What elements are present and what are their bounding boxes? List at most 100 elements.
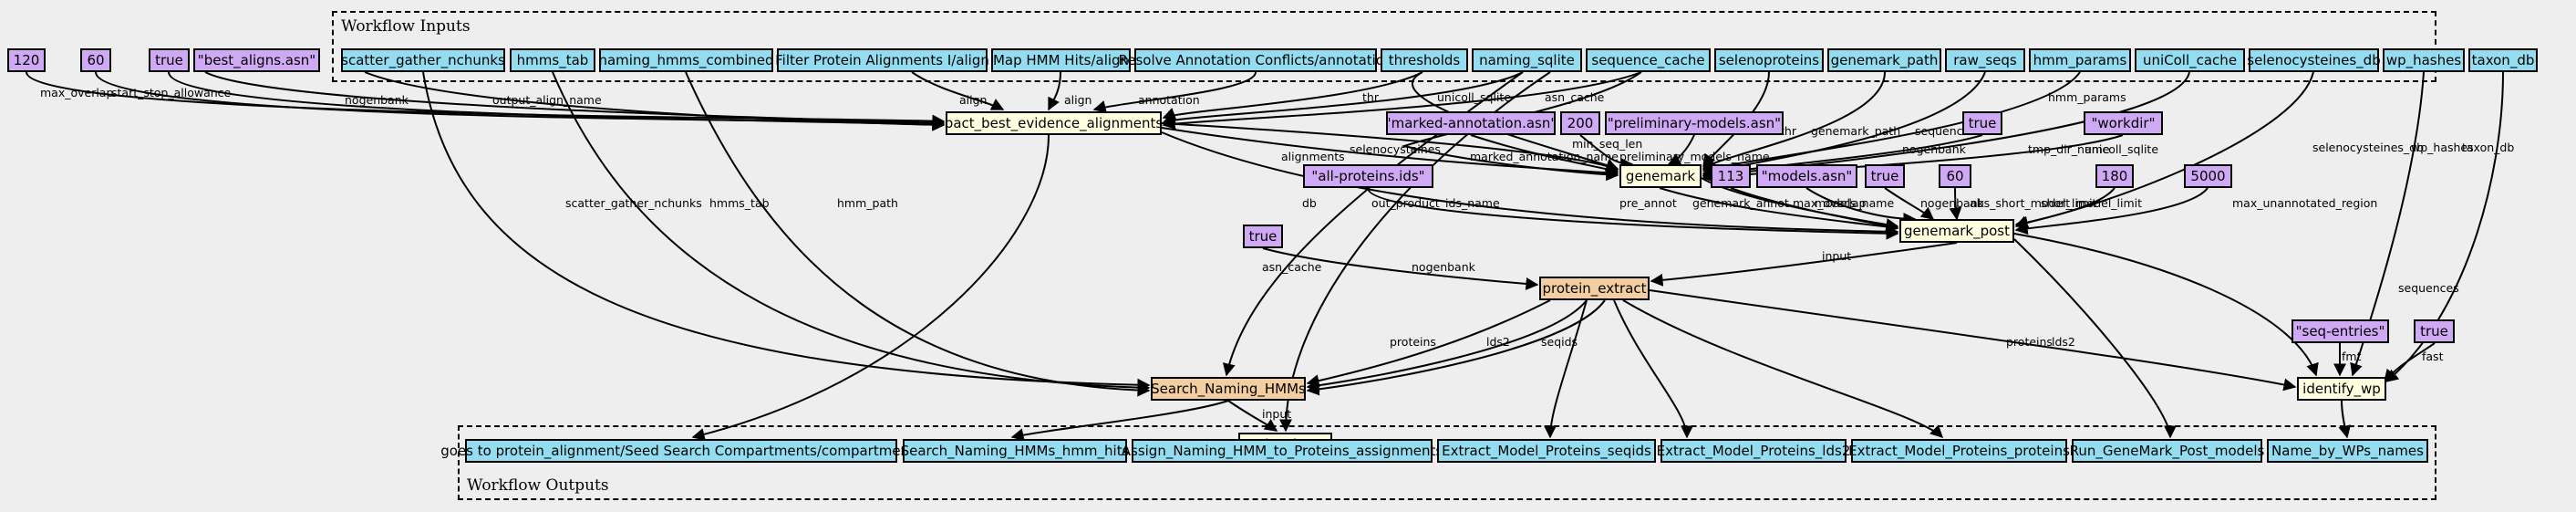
input-genemark-path[interactable]: genemark_path (1827, 48, 1941, 72)
output-extract-model-proteins-lds2[interactable]: Extract_Model_Proteins_lds2 (1657, 439, 1850, 463)
output-extract-model-proteins-proteins[interactable]: Extract_Model_Proteins_proteins (1848, 439, 2070, 463)
param-5000[interactable]: 5000 (2184, 164, 2232, 188)
input-selenoproteins[interactable]: selenoproteins (1714, 48, 1824, 72)
edge-51 (2013, 238, 2177, 439)
edge-60 (2338, 400, 2352, 439)
input-taxon-db[interactable]: taxon_db (2468, 48, 2538, 72)
step-bact-best-evidence-alignments[interactable]: bact_best_evidence_alignments (945, 111, 1163, 135)
param-true-nogenbank-post[interactable]: true (1865, 164, 1905, 188)
edge-label-db: db (1302, 196, 1317, 210)
input-raw-seqs[interactable]: raw_seqs (1945, 48, 2025, 72)
edge-48 (1544, 299, 1588, 439)
input-scatter-gather-nchunks[interactable]: scatter_gather_nchunks (341, 48, 505, 72)
edge-42 (1650, 242, 1958, 287)
input-naming-sqlite[interactable]: naming_sqlite (1472, 48, 1582, 72)
step-genemark[interactable]: genemark (1619, 164, 1702, 188)
edge-label-lds2: lds2 (2052, 335, 2075, 349)
edge-label-wp-hashes: wp_hashes (2411, 141, 2474, 154)
workflow-outputs-label: Workflow Outputs (467, 476, 609, 495)
param-180[interactable]: 180 (2095, 164, 2134, 188)
edge-5 (911, 71, 1005, 110)
param-113[interactable]: 113 (1711, 164, 1751, 188)
param-marked-annotation-asn[interactable]: "marked-annotation.asn" (1385, 111, 1557, 135)
edge-label-abs-short-model-limit: abs_short_model_limit (1970, 196, 2096, 210)
edge-11 (1161, 127, 1619, 180)
edge-25 (422, 71, 1151, 392)
edge-31 (1659, 187, 1899, 234)
edge-label-out-product-ids-name: out_product_ids_name (1371, 196, 1500, 210)
edge-15 (1667, 134, 1695, 165)
input-hmms-tab[interactable]: hmms_tab (510, 48, 595, 72)
edge-37 (2014, 187, 2209, 235)
input-hmm-params[interactable]: hmm_params (2029, 48, 2131, 72)
edge-label-start-stop-allowance: start_stop_allowance (111, 86, 232, 99)
edge-40 (1367, 187, 1899, 240)
param-seq-entries[interactable]: "seq-entries" (2292, 319, 2389, 343)
edge-44 (1306, 299, 1588, 392)
edge-label-selenocysteines-db: selenocysteines_db (2312, 141, 2424, 154)
param-200[interactable]: 200 (1560, 111, 1600, 135)
edge-label-proteins: proteins (2006, 335, 2053, 349)
step-identify-wp[interactable]: identify_wp (2297, 377, 2386, 401)
edge-41 (1262, 247, 1539, 290)
edge-label-min-seq-len: min_seq_len (1572, 137, 1642, 151)
edge-label-pre-annot: pre_annot (1619, 196, 1677, 210)
output-protein-alignment-compartments[interactable]: goes to protein_alignment/Seed Search Co… (440, 439, 922, 463)
param-true-fast[interactable]: true (2414, 319, 2455, 343)
edge-26 (552, 71, 1151, 394)
edge-4 (364, 71, 946, 131)
output-extract-model-proteins-seqids[interactable]: Extract_Model_Proteins_seqids (1437, 439, 1656, 463)
param-models-asn[interactable]: "models.asn" (1756, 164, 1857, 188)
output-search-naming-hmms-hits[interactable]: Search_Naming_HMMs_hmm_hits (901, 439, 1129, 463)
edge-35 (1949, 187, 1962, 221)
param-preliminary-models-asn[interactable]: "preliminary-models.asn" (1605, 111, 1784, 135)
edge-label-nogenbank: nogenbank (345, 93, 409, 107)
input-sequence-cache[interactable]: sequence_cache (1586, 48, 1711, 72)
input-filter-protein-alignments[interactable]: Filter Protein Alignments I/align (775, 48, 989, 72)
workflow-inputs-label: Workflow Inputs (341, 17, 471, 36)
edge-label-hmm-params: hmm_params (2048, 90, 2126, 104)
edge-label-thr: thr (1780, 124, 1797, 138)
param-60-overlap[interactable]: 60 (80, 48, 111, 72)
input-resolve-annotation-conflicts[interactable]: Resolve Annotation Conflicts/annotation (1119, 48, 1393, 72)
step-genemark-post[interactable]: genemark_post (1899, 219, 2014, 243)
param-true-nogenbank-genemark[interactable]: true (1962, 111, 2002, 135)
param-best-aligns-asn[interactable]: "best_aligns.asn" (193, 48, 320, 72)
edge-3 (204, 71, 946, 130)
workflow-outputs-cluster: Workflow Outputs (458, 425, 2436, 500)
input-map-hmm-hits[interactable]: Map HMM Hits/align (991, 48, 1131, 72)
step-protein-extract[interactable]: protein_extract (1539, 277, 1650, 300)
input-wp-hashes[interactable]: wp_hashes (2383, 48, 2465, 72)
edge-label-tmp-dir-name: tmp_dir_name (2028, 142, 2110, 156)
edge-label-thr: thr (1362, 90, 1380, 104)
edge-label-input: input (1262, 407, 1291, 421)
param-true-nogenbank-extract[interactable]: true (1243, 225, 1283, 248)
edge-label-hmms-tab: hmms_tab (709, 196, 770, 210)
param-all-proteins-ids[interactable]: "all-proteins.ids" (1303, 164, 1433, 188)
edge-49 (1622, 299, 1944, 438)
edge-34 (1884, 187, 1935, 220)
input-selenocysteines-db[interactable]: selenocysteines_db (2247, 48, 2381, 72)
edge-label-annotation: annotation (1138, 93, 1200, 107)
output-name-by-wps-names[interactable]: Name_by_WPs_names (2267, 439, 2428, 463)
input-thresholds[interactable]: thresholds (1381, 48, 1468, 72)
edge-label-align: align (1064, 93, 1091, 107)
input-naming-hmms-combined[interactable]: naming_hmms_combined (598, 48, 774, 72)
edge-label-asn-cache: asn_cache (1545, 90, 1605, 104)
output-assign-naming-hmm[interactable]: Assign_Naming_HMM_to_Proteins_assignment… (1122, 439, 1443, 463)
edge-47 (1613, 299, 1693, 439)
param-workdir[interactable]: "workdir" (2084, 111, 2163, 135)
output-run-genemark-post-models[interactable]: Run_GeneMark_Post_models (2070, 439, 2264, 463)
step-search-naming-hmms[interactable]: Search_Naming_HMMs (1151, 377, 1306, 401)
param-120[interactable]: 120 (7, 48, 46, 72)
edge-label-marked-annotation-name: marked_annotation_name (1470, 150, 1619, 163)
param-60-abs-short[interactable]: 60 (1939, 164, 1971, 188)
edge-label-models-name: models_name (1815, 196, 1894, 210)
edge-label-input: input (1822, 249, 1851, 263)
edge-label-proteins: proteins (1390, 335, 1436, 349)
edge-33 (1805, 187, 1917, 225)
param-true-nogenbank-bbea[interactable]: true (149, 48, 190, 72)
edge-label-seqids: seqids (1541, 335, 1578, 349)
input-unicoll-cache[interactable]: uniColl_cache (2135, 48, 2245, 72)
